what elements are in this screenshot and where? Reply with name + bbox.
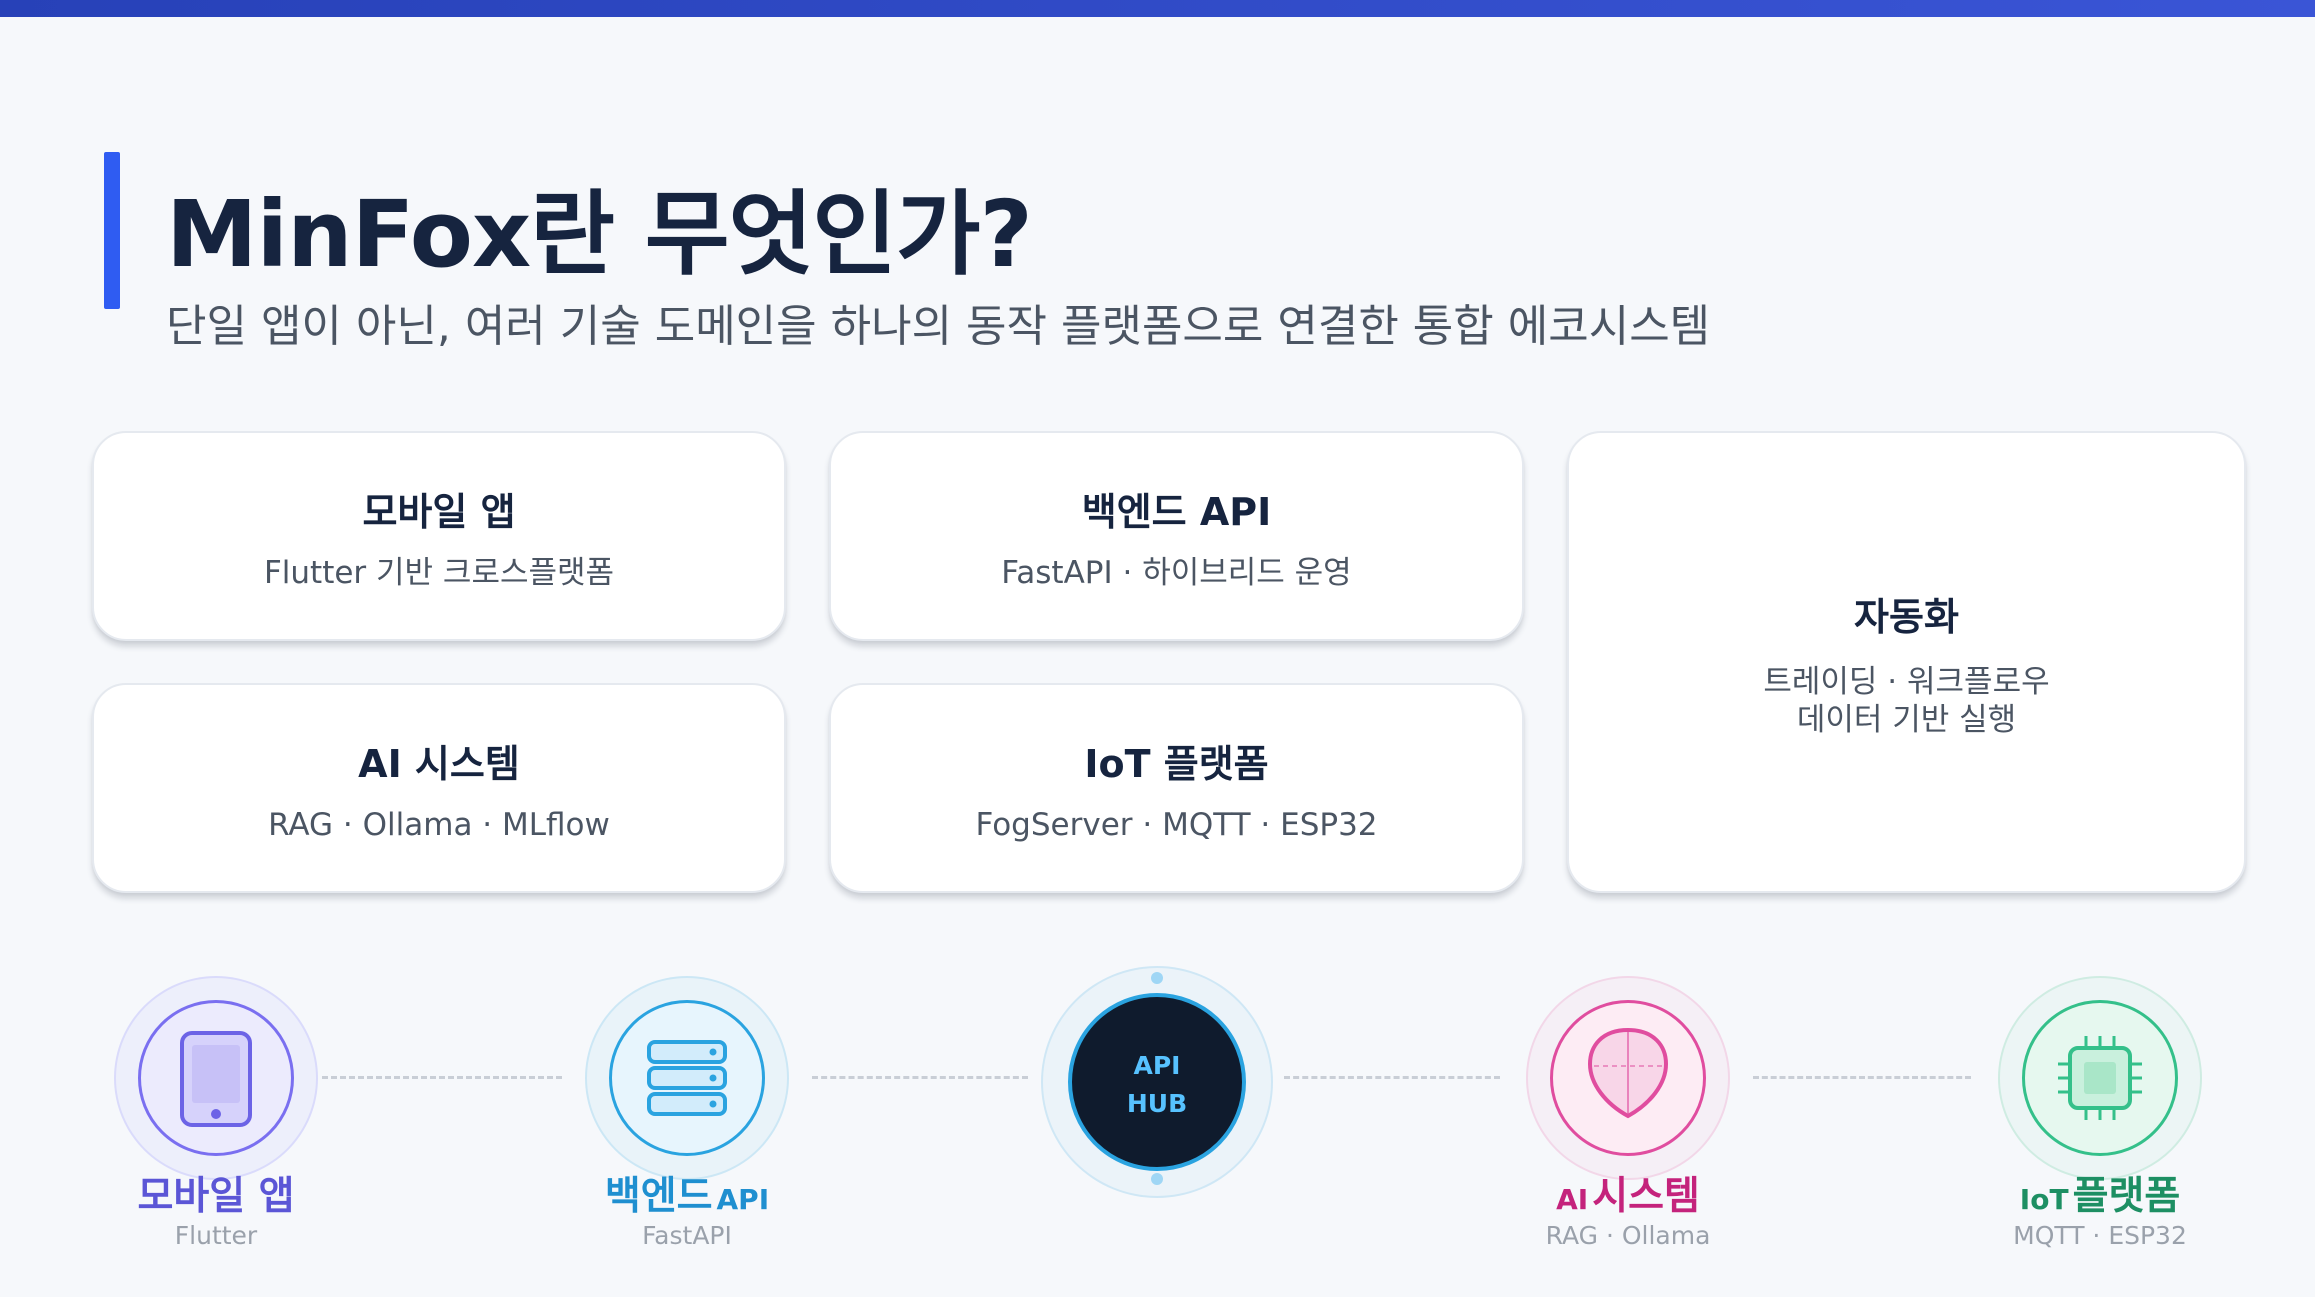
tablet-icon — [180, 1031, 252, 1127]
node-sublabel: FastAPI — [642, 1221, 732, 1250]
node-sublabel: MQTT · ESP32 — [2013, 1221, 2187, 1250]
card-ai-system: AI 시스템 RAG · Ollama · MLflow — [92, 683, 786, 893]
node-label-suffix: API — [716, 1183, 770, 1216]
card-title: AI 시스템 — [358, 741, 520, 786]
server-icon — [647, 1040, 727, 1116]
card-description: RAG · Ollama · MLflow — [268, 806, 610, 843]
node-icon-circle — [1550, 1000, 1706, 1156]
node-sublabel: RAG · Ollama — [1545, 1221, 1711, 1250]
node-label-main: 시스템 — [1592, 1174, 1700, 1219]
title-accent-bar — [104, 152, 120, 309]
hub-dot — [1151, 1173, 1163, 1185]
card-mobile-app: 모바일 앱 Flutter 기반 크로스플랫폼 — [92, 431, 786, 641]
node-ai-system — [1526, 976, 1730, 1180]
hub-label-line1: API — [1133, 1051, 1181, 1080]
node-label-main: 플랫폼 — [2072, 1174, 2181, 1219]
node-icon-circle — [609, 1000, 765, 1156]
connector-line — [1284, 1076, 1500, 1079]
connector-line — [1753, 1076, 1971, 1079]
card-description-line: 데이터 기반 실행 — [1796, 701, 2017, 738]
card-title: 자동화 — [1854, 594, 1959, 639]
card-description: 트레이딩 · 워크플로우 데이터 기반 실행 — [1763, 663, 2049, 739]
card-title: 모바일 앱 — [362, 489, 516, 534]
node-label: 모바일 앱 — [137, 1174, 295, 1219]
chip-icon — [2058, 1036, 2142, 1120]
hub-circle: API HUB — [1068, 993, 1246, 1171]
node-label-prefix: IoT — [2019, 1183, 2069, 1216]
card-title: IoT 플랫폼 — [1084, 741, 1269, 786]
card-description: FastAPI · 하이브리드 운영 — [1001, 554, 1352, 591]
card-description-line: 트레이딩 · 워크플로우 — [1763, 663, 2050, 700]
node-icon-circle — [2022, 1000, 2178, 1156]
card-iot-platform: IoT 플랫폼 FogServer · MQTT · ESP32 — [829, 683, 1524, 893]
api-hub: API HUB — [1041, 966, 1273, 1198]
node-icon-circle — [138, 1000, 294, 1156]
brain-icon — [1587, 1027, 1669, 1119]
hub-dot — [1151, 972, 1163, 984]
page-title: MinFox란 무엇인가? — [166, 181, 1033, 288]
card-description: FogServer · MQTT · ESP32 — [975, 806, 1378, 843]
node-iot-platform — [1998, 976, 2202, 1180]
node-label-prefix: AI — [1556, 1183, 1589, 1216]
hub-label-line2: HUB — [1126, 1089, 1188, 1118]
card-automation: 자동화 트레이딩 · 워크플로우 데이터 기반 실행 — [1567, 431, 2246, 893]
page-subtitle: 단일 앱이 아닌, 여러 기술 도메인을 하나의 동작 플랫폼으로 연결한 통합… — [166, 301, 1711, 352]
node-mobile-app — [114, 976, 318, 1180]
connector-line — [322, 1076, 562, 1079]
connector-line — [812, 1076, 1028, 1079]
card-backend-api: 백엔드 API FastAPI · 하이브리드 운영 — [829, 431, 1524, 641]
top-accent-bar — [0, 0, 2315, 17]
node-label-main: 백엔드 — [604, 1174, 713, 1219]
card-description: Flutter 기반 크로스플랫폼 — [263, 554, 615, 591]
node-sublabel: Flutter — [174, 1221, 258, 1250]
card-title: 백엔드 API — [1081, 489, 1272, 534]
node-backend-api — [585, 976, 789, 1180]
